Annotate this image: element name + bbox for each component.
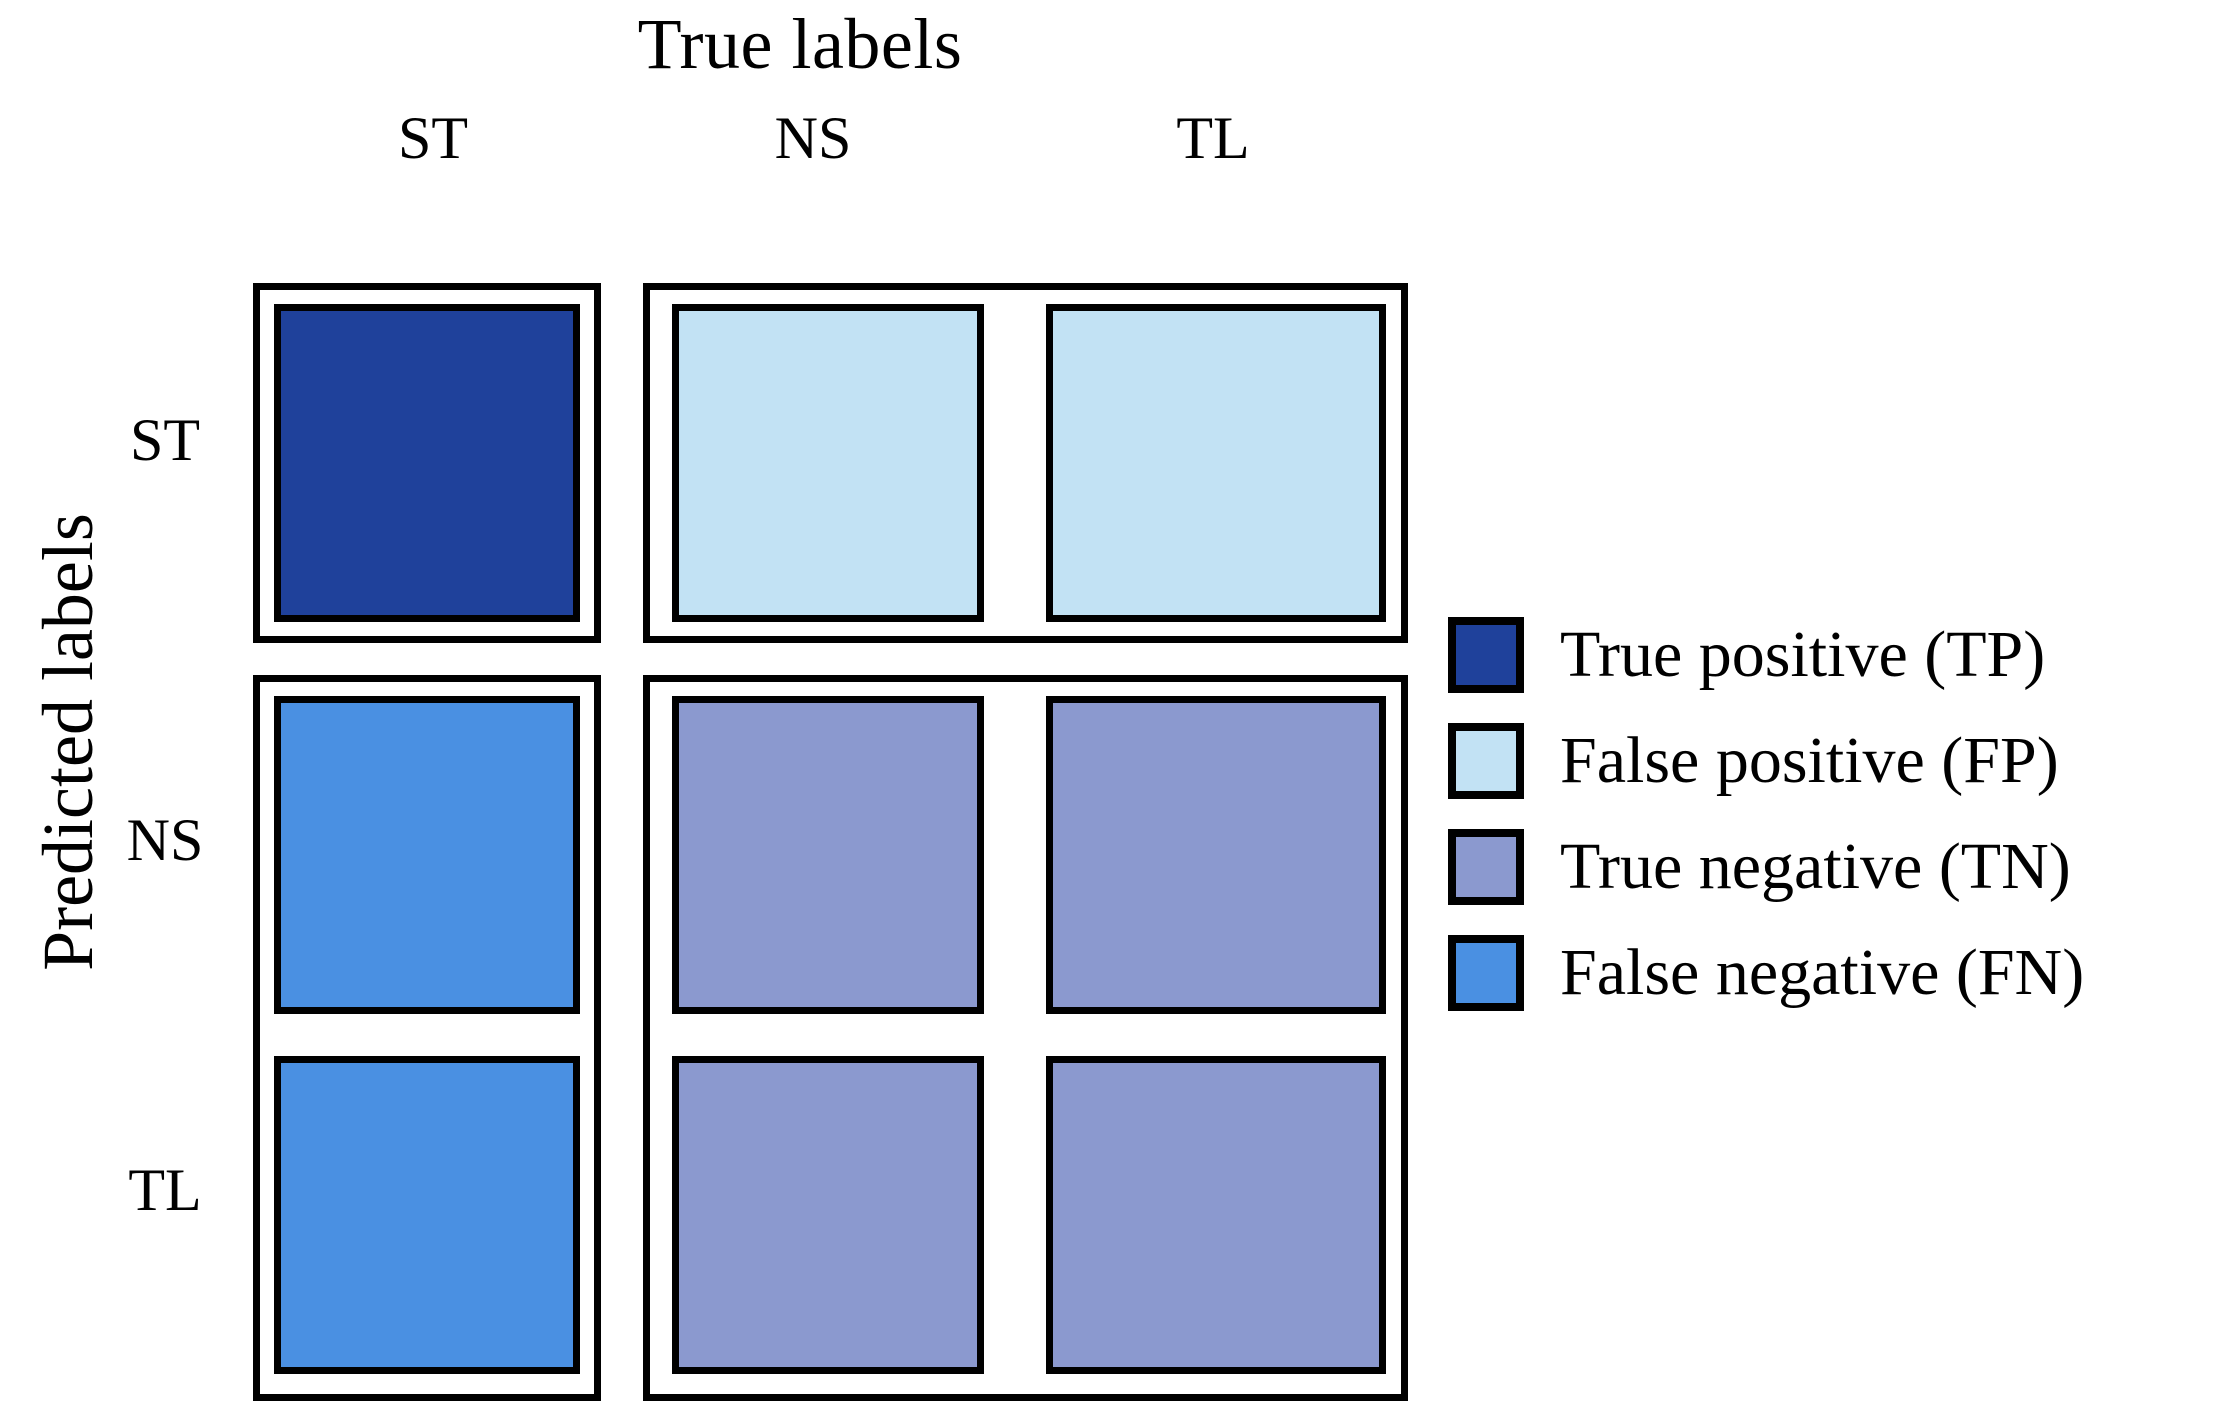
cell-tl-st[interactable] xyxy=(274,1056,580,1374)
cell-st-st[interactable] xyxy=(274,304,580,622)
legend-label-false-negative: False negative (FN) xyxy=(1560,936,2085,1009)
legend-item-true-negative[interactable]: True negative (TN) xyxy=(1448,819,2228,915)
cell-st-ns[interactable] xyxy=(672,304,984,622)
cell-ns-ns[interactable] xyxy=(672,696,984,1014)
group-box-true-negative xyxy=(643,675,1408,1401)
legend-swatch-true-negative xyxy=(1448,829,1524,905)
legend-label-true-positive: True positive (TP) xyxy=(1560,618,2046,691)
row-label-ns: NS xyxy=(126,807,204,873)
row-label-st: ST xyxy=(129,407,201,473)
legend-label-false-positive: False positive (FP) xyxy=(1560,724,2059,797)
legend-swatch-false-positive xyxy=(1448,723,1524,799)
figure-title: True labels xyxy=(637,4,963,84)
legend: True positive (TP) False positive (FP) T… xyxy=(1448,607,2228,1047)
cell-st-tl[interactable] xyxy=(1046,304,1386,622)
column-labels: ST NS TL xyxy=(258,108,1408,180)
group-box-false-negative xyxy=(253,675,601,1401)
cell-tl-tl[interactable] xyxy=(1046,1056,1386,1374)
legend-item-false-positive[interactable]: False positive (FP) xyxy=(1448,713,2228,809)
cell-ns-tl[interactable] xyxy=(1046,696,1386,1014)
column-label-st: ST xyxy=(397,105,469,171)
group-box-true-positive xyxy=(253,283,601,643)
legend-item-false-negative[interactable]: False negative (FN) xyxy=(1448,925,2228,1021)
cell-tl-ns[interactable] xyxy=(672,1056,984,1374)
legend-swatch-false-negative xyxy=(1448,935,1524,1011)
legend-item-true-positive[interactable]: True positive (TP) xyxy=(1448,607,2228,703)
group-box-false-positive xyxy=(643,283,1408,643)
row-labels: ST NS TL xyxy=(80,200,250,1405)
column-label-tl: TL xyxy=(1176,105,1250,171)
legend-label-true-negative: True negative (TN) xyxy=(1560,830,2071,903)
row-label-tl: TL xyxy=(128,1157,202,1223)
legend-swatch-true-positive xyxy=(1448,617,1524,693)
confusion-matrix-grid xyxy=(253,283,1408,1401)
cell-ns-st[interactable] xyxy=(274,696,580,1014)
column-label-ns: NS xyxy=(774,105,852,171)
